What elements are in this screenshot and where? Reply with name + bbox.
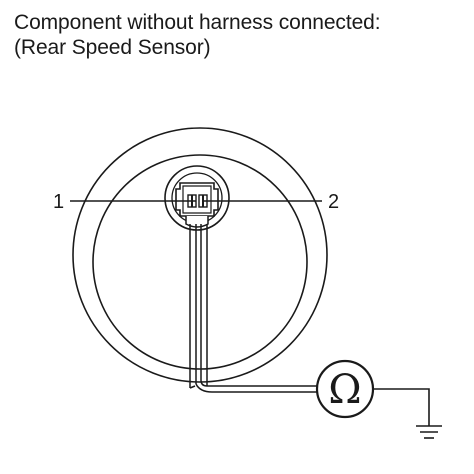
sensor-connector — [164, 165, 230, 231]
ohmmeter: Ω — [315, 359, 375, 419]
test-lead-wires — [189, 224, 318, 393]
ground-wire — [373, 388, 430, 426]
ohm-symbol: Ω — [328, 367, 361, 413]
pin-1-label: 1 — [53, 191, 64, 213]
sensor-outer-ring — [72, 127, 328, 383]
caption-line-2: (Rear Speed Sensor) — [14, 36, 211, 59]
ground-symbol-icon — [416, 425, 442, 439]
sensor-inner-ring — [92, 154, 308, 370]
pin-2-label: 2 — [328, 191, 339, 213]
caption-line-1: Component without harness connected: — [14, 11, 381, 34]
caption: Component without harness connected: (Re… — [14, 10, 381, 60]
